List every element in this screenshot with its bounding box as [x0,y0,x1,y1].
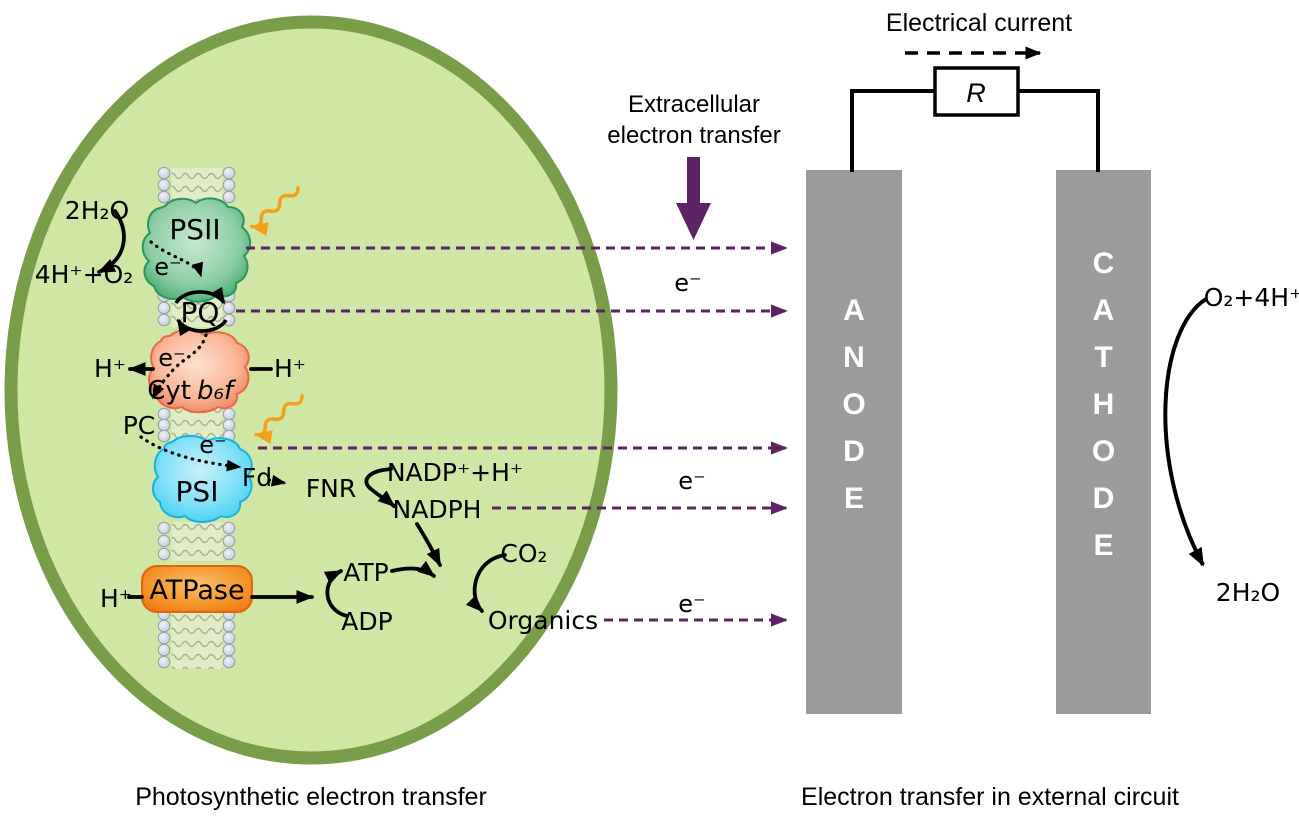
atp-to-fixation-arrow [390,560,436,578]
electron-label-psii: e⁻ [154,253,181,281]
electron-arrow-label-1: e⁻ [674,269,701,297]
oxygen-out-label: 4H⁺+O₂ [35,260,134,289]
psii-label: PSII [169,213,220,246]
fnr-bracket-arrow [364,467,396,508]
nadph-to-fixation-arrow [415,522,442,567]
co2-label: CO₂ [500,539,547,568]
psi-label: PSI [176,475,219,508]
atpase-complex [141,565,253,613]
psii-complex [141,197,252,303]
atpase-label: ATPase [149,575,244,606]
nadp-label: NADP⁺+H⁺ [387,458,523,487]
extracellular-label-line2: electron transfer [607,122,780,149]
fd-label: Fd [242,463,272,492]
adp-atp-arrow [323,569,349,618]
psi-complex [152,434,253,523]
extracellular-transfer-arrows [236,157,788,627]
reaction-arrows [97,209,507,618]
cytb6f-complex [148,328,250,414]
electron-label-cyt: e⁻ [158,344,185,372]
cyt-label-prefix: Cyt [147,376,191,406]
atp-label: ATP [343,558,389,587]
cathode-reactant-label: O₂+4H⁺ [1204,283,1299,312]
pq-label: PQ [181,296,220,329]
electron-label-psi: e⁻ [199,431,226,459]
electron-arrow-label-3: e⁻ [678,590,705,618]
proton-right-label: H⁺ [274,354,306,383]
pq-cycle-arrows [174,286,228,337]
cathode-reduction-arrow [1163,297,1208,567]
extracellular-label-line1: Extracellular [628,91,760,118]
circuit-wires [850,89,1100,172]
anode-electrode: ANODE [806,170,902,714]
water-in-label: 2H₂O [65,196,129,225]
adp-label: ADP [341,607,392,636]
co2-to-organics-arrow [465,553,507,613]
electron-path-arrows [139,240,287,487]
water-split-arrow [97,209,126,274]
external-circuit [850,46,1208,567]
proton-left-label: H⁺ [94,354,126,383]
anode-label: ANODE [842,294,866,515]
membrane-lipid-tails [171,168,223,669]
caption-right: Electron transfer in external circuit [801,783,1179,811]
resistor-box [933,66,1020,117]
electron-arrow-label-2: e⁻ [678,467,705,495]
pc-label: PC [123,411,156,440]
fnr-label: FNR [306,474,356,503]
cathode-product-label: 2H₂O [1216,578,1280,607]
membrane-lipid-beads [157,166,236,669]
cell-membrane-ellipse [4,15,618,765]
caption-left: Photosynthetic electron transfer [135,783,487,811]
light-wave-icon [250,186,304,445]
resistor-label: R [966,78,986,108]
cathode-electrode: CATHODE [1056,170,1151,714]
cyt-label-suffix: b₆f [197,376,237,406]
nadph-label: NADPH [393,495,482,524]
extracellular-block-arrow [676,157,711,240]
atpase-proton-label: H⁺ [100,584,132,613]
electrical-current-label: Electrical current [886,9,1072,37]
organics-label: Organics [488,606,598,635]
cathode-label: CATHODE [1091,247,1116,562]
